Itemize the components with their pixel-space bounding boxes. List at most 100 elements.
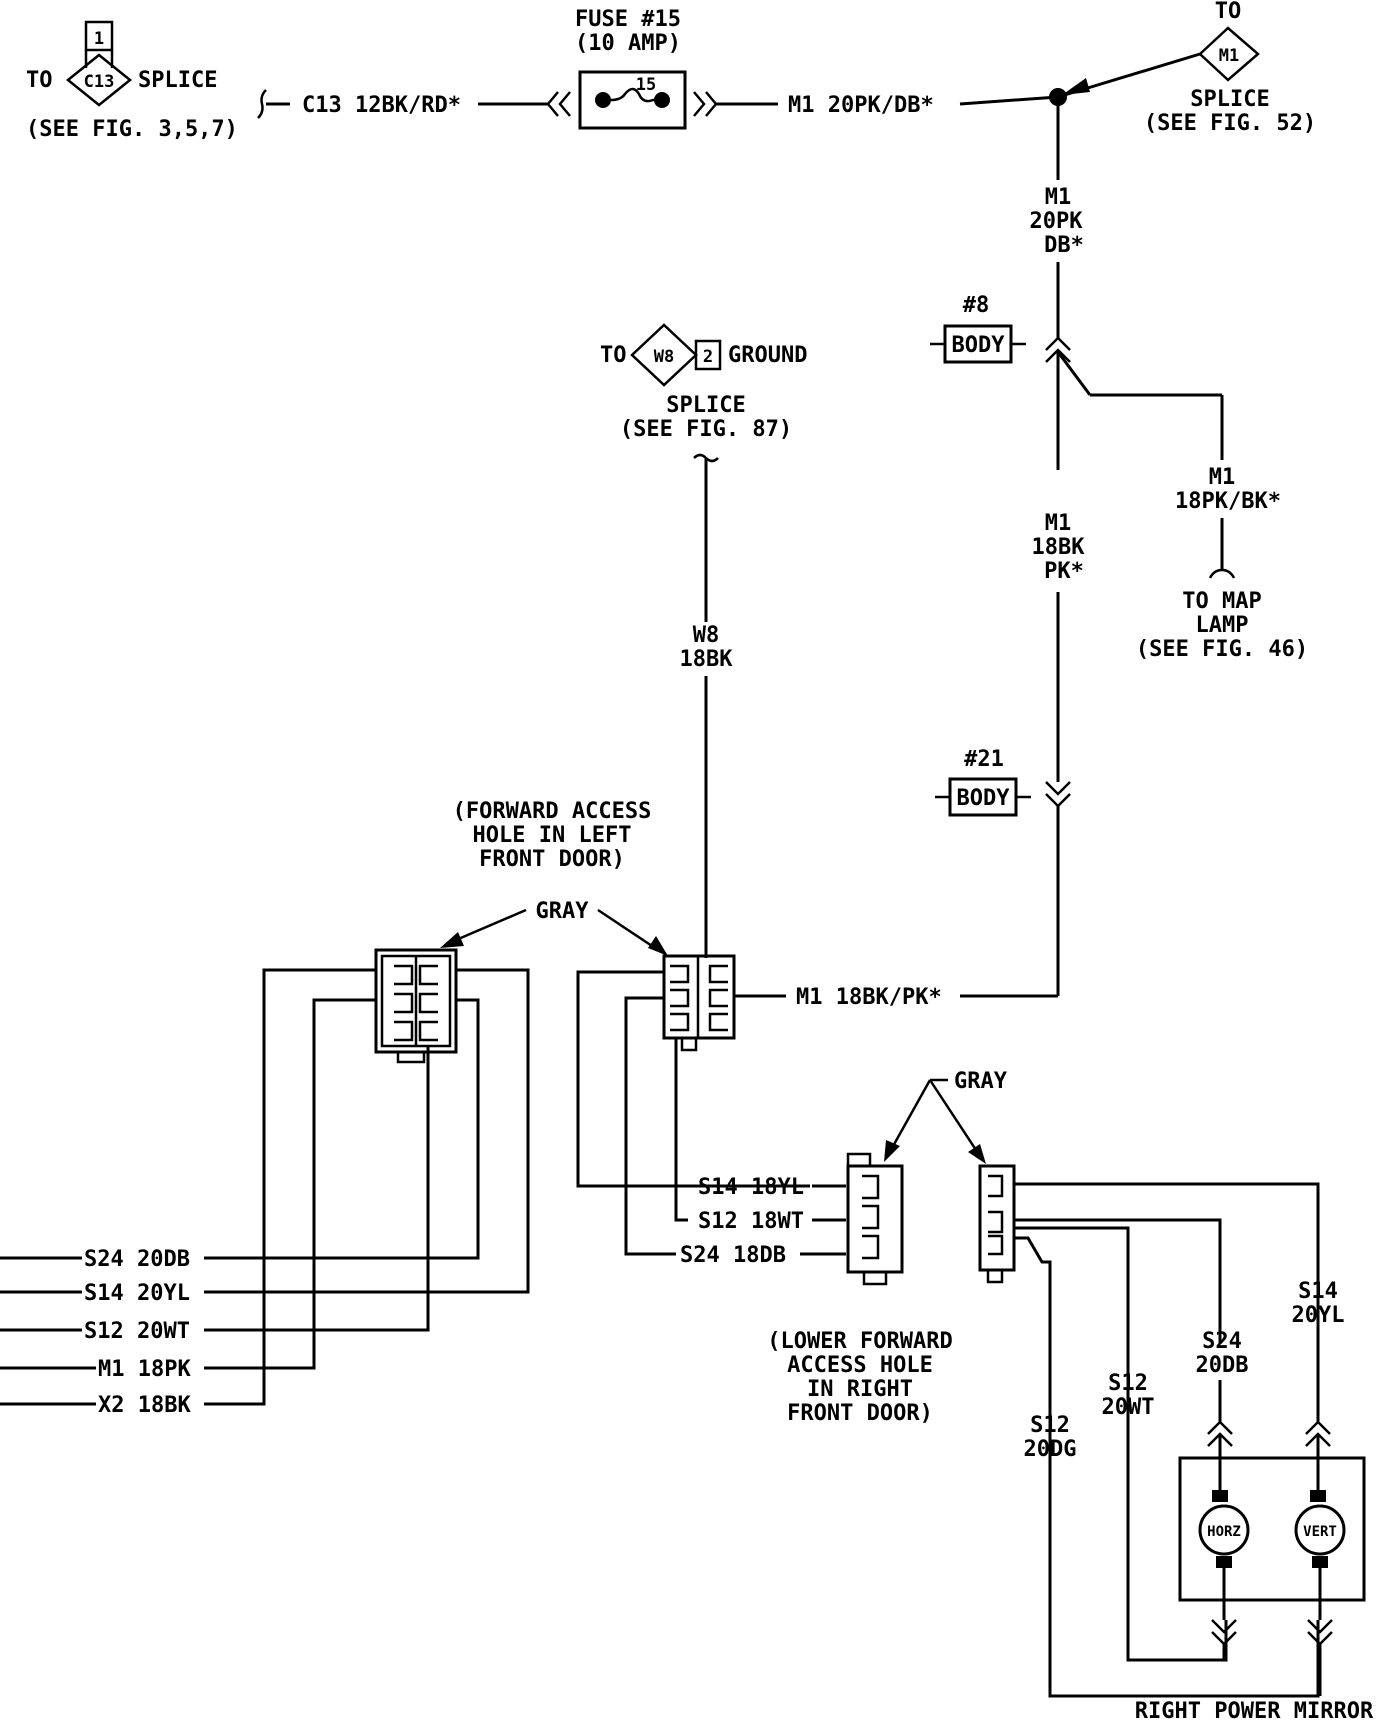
lower-line-2: ACCESS HOLE	[787, 1353, 933, 1378]
c13-pin-number: 1	[94, 29, 104, 49]
gray-label-1: GRAY	[536, 899, 590, 924]
map-to-label-1: TO MAP	[1182, 589, 1261, 614]
harness-wires-left	[204, 968, 530, 1406]
c13-to-label: TO	[26, 68, 53, 93]
right-power-mirror: HORZ VERT RIGHT POWER MIRROR	[1135, 1330, 1374, 1720]
w8-connector-id: W8	[654, 347, 674, 367]
lower-line-1: (LOWER FORWARD	[767, 1329, 952, 1354]
body21-label: BODY	[957, 786, 1011, 811]
left-s12-label: S12 20WT	[84, 1319, 190, 1344]
s14-18yl-label: S14 18YL	[698, 1175, 804, 1200]
m1-splice-reference: TO M1 SPLICE (SEE FIG. 52)	[1144, 0, 1316, 136]
m1-vert-label-2: 20PK	[1030, 209, 1084, 234]
c13-splice-reference: 1 C13 TO SPLICE (SEE FIG. 3,5,7)	[26, 20, 238, 142]
map-lamp-branch: M1 18PK/BK* TO MAP LAMP (SEE FIG. 46)	[1056, 351, 1308, 662]
m1-18-label-1: M1	[1045, 511, 1072, 536]
left-s14-label: S14 20YL	[84, 1281, 190, 1306]
c13-connector-diamond	[66, 53, 132, 107]
m1-vert-label-3: DB*	[1044, 233, 1084, 258]
fuse-number: 15	[636, 75, 656, 95]
center-wire-labels: S14 18YL S12 18WT S24 18DB	[680, 1175, 846, 1268]
forward-access-hole-label: (FORWARD ACCESS HOLE IN LEFT FRONT DOOR)	[453, 799, 652, 872]
right-door-plug	[846, 1152, 904, 1286]
horz-motor	[1198, 1504, 1250, 1556]
m1-see-figure: (SEE FIG. 52)	[1144, 111, 1316, 136]
m1-horizontal-wire: M1 18BK/PK*	[734, 985, 942, 1010]
r-s12wt-label-1: S12	[1108, 1371, 1148, 1396]
m1-vert-label-1: M1	[1045, 185, 1072, 210]
vert-motor-label: VERT	[1303, 1524, 1337, 1540]
w8-ground-label: GROUND	[728, 343, 807, 368]
map-wire-label-1: M1	[1209, 465, 1236, 490]
map-to-label-2: LAMP	[1196, 613, 1249, 638]
r-s12wt-label-2: 20WT	[1102, 1395, 1155, 1420]
fwd-access-line-2: HOLE IN LEFT	[473, 823, 632, 848]
lower-line-3: IN RIGHT	[807, 1377, 913, 1402]
w8-wire: W8 18BK	[680, 453, 734, 958]
body8-label: BODY	[952, 333, 1006, 358]
m1-top-wire-label: M1 20PK/DB*	[788, 93, 934, 118]
c13-pin-box	[84, 20, 114, 52]
m1-to-label: TO	[1215, 0, 1242, 24]
fwd-access-line-3: FRONT DOOR)	[479, 847, 625, 872]
s12-18wt-label: S12 18WT	[698, 1209, 804, 1234]
fuse-rating: (10 AMP)	[575, 31, 681, 56]
gray-connector-callout-2: GRAY	[884, 1069, 1008, 1164]
left-door-connector-b	[662, 954, 736, 1052]
m1-vertical-trunk: M1 20PK DB* M1 18BK PK*	[960, 97, 1086, 998]
w8-pin-number: 2	[703, 347, 713, 367]
body21-number: #21	[964, 747, 1004, 772]
c13-splice-label: SPLICE	[138, 68, 217, 93]
c13-wire-label: C13 12BK/RD*	[302, 93, 461, 118]
r-s24-label-2: 20DB	[1196, 1353, 1249, 1378]
m1-connector-id: M1	[1219, 46, 1239, 66]
mirror-housing	[1178, 1456, 1366, 1602]
m1-18-label-3: PK*	[1044, 559, 1084, 584]
r-s14-label-2: 20YL	[1292, 1303, 1345, 1328]
gray-connector-callout-1: GRAY	[440, 899, 668, 956]
fuse-15: FUSE #15 (10 AMP) 15	[575, 7, 687, 130]
fuse-box	[578, 70, 687, 130]
w8-to-label: TO	[600, 343, 627, 368]
horz-motor-label: HORZ	[1207, 1524, 1241, 1540]
lower-line-4: FRONT DOOR)	[787, 1401, 933, 1426]
r-s14-label-1: S14	[1298, 1279, 1338, 1304]
m1-horizontal-label: M1 18BK/PK*	[796, 985, 942, 1010]
map-see-figure: (SEE FIG. 46)	[1136, 637, 1308, 662]
body8-number: #8	[963, 293, 990, 318]
fwd-access-line-1: (FORWARD ACCESS	[453, 799, 652, 824]
c13-wire: C13 12BK/RD*	[257, 89, 571, 119]
s24-18db-label: S24 18DB	[680, 1243, 786, 1268]
vert-motor	[1294, 1504, 1346, 1556]
right-wire-labels: S14 20YL S24 20DB S12 20WT S12 20DG	[1024, 1279, 1345, 1462]
w8-wire-label-2: 18BK	[680, 647, 734, 672]
r-s12dg-label-2: 20DG	[1024, 1437, 1077, 1462]
left-s24-label: S24 20DB	[84, 1247, 190, 1272]
w8-ground-splice-reference: TO W8 2 GROUND SPLICE (SEE FIG. 87)	[600, 323, 807, 442]
r-s24-label-1: S24	[1202, 1329, 1242, 1354]
body-connector-21: #21 BODY	[935, 747, 1031, 817]
c13-connector-id: C13	[84, 72, 115, 92]
c13-see-figure: (SEE FIG. 3,5,7)	[26, 117, 238, 142]
left-x2-label: X2 18BK	[98, 1393, 191, 1418]
fuse-title: FUSE #15	[575, 7, 681, 32]
w8-splice-label: SPLICE	[666, 393, 745, 418]
map-wire-label-2: 18PK/BK*	[1175, 489, 1281, 514]
left-door-connector-a	[374, 948, 458, 1064]
left-m1-label: M1 18PK	[98, 1357, 191, 1382]
w8-pin-box	[694, 339, 722, 371]
r-s12dg-label-1: S12	[1030, 1413, 1070, 1438]
harness-wires-center	[576, 970, 810, 1256]
w8-wire-label-1: W8	[693, 623, 720, 648]
m1-18-label-2: 18BK	[1032, 535, 1086, 560]
m1-splice-label: SPLICE	[1190, 87, 1269, 112]
m1-top-wire: M1 20PK/DB*	[693, 52, 1201, 118]
w8-see-figure: (SEE FIG. 87)	[620, 417, 792, 442]
left-wire-stubs: S24 20DB S14 20YL S12 20WT M1 18PK X2 18…	[0, 1247, 191, 1418]
lower-forward-access-label: (LOWER FORWARD ACCESS HOLE IN RIGHT FRON…	[767, 1329, 952, 1426]
body-connector-8: #8 BODY	[930, 293, 1026, 364]
mirror-label: RIGHT POWER MIRROR	[1135, 1699, 1374, 1720]
gray-label-2: GRAY	[954, 1069, 1008, 1094]
m1-connector-diamond	[1198, 26, 1260, 82]
